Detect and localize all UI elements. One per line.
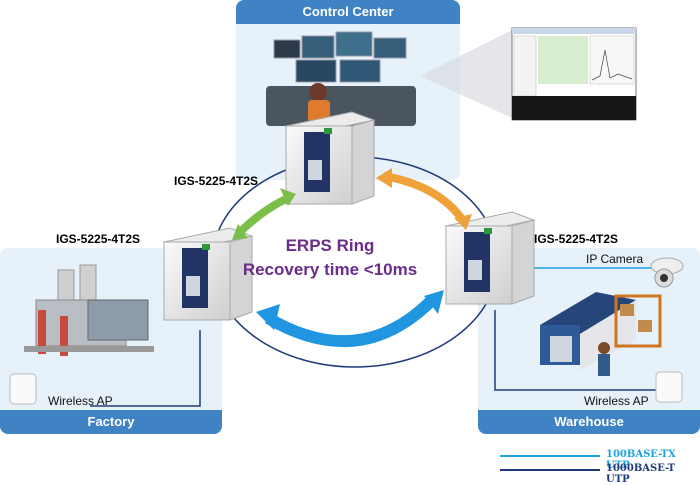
blue-arrowhead-left (256, 304, 280, 330)
ring-title: ERPS Ring Recovery time <10ms (220, 234, 440, 282)
factory-illustration (24, 264, 154, 356)
orange-arrowhead-left (376, 168, 392, 188)
camera-label: IP Camera (586, 252, 644, 266)
blue-arrowhead-right (424, 290, 444, 314)
switch-top-icon (284, 111, 376, 205)
orange-failover-arrow (383, 172, 468, 225)
switch-left-label: IGS-5225-4T2S (56, 232, 141, 246)
switch-right-icon (444, 211, 536, 305)
zoom-callout (420, 30, 512, 118)
operator-desk (266, 31, 416, 126)
warehouse-wireless-ap-icon (655, 371, 683, 403)
warehouse-title: Warehouse (478, 410, 700, 434)
warehouse-illustration (540, 292, 662, 376)
green-arrowhead-top (280, 188, 296, 206)
orange-arrowhead-right (454, 214, 472, 230)
green-failover-arrow (235, 194, 290, 237)
factory-uplink-cable (90, 330, 201, 407)
legend-tx-label: 100BASE-TX UTP (606, 449, 676, 471)
warehouse-uplink-cable (494, 310, 658, 391)
ring-title-line1: ERPS Ring (285, 236, 375, 255)
warehouse-ap-label: Wireless AP (584, 394, 649, 408)
switch-right-label: IGS-5225-4T2S (534, 232, 619, 246)
factory-wireless-ap-icon (9, 373, 37, 405)
green-arrowhead-bottom (232, 224, 248, 240)
legend-t-label: 1000BASE-T UTP (606, 463, 676, 485)
blue-failover-arrow (264, 295, 437, 348)
control-center-title: Control Center (236, 0, 460, 24)
factory-ap-label: Wireless AP (48, 394, 113, 408)
ip-camera-icon (650, 257, 684, 288)
nms-screenshot-inset (511, 27, 637, 121)
switch-top-label: IGS-5225-4T2S (174, 174, 259, 188)
factory-title: Factory (0, 410, 222, 434)
ring-title-line2: Recovery time <10ms (242, 260, 418, 279)
